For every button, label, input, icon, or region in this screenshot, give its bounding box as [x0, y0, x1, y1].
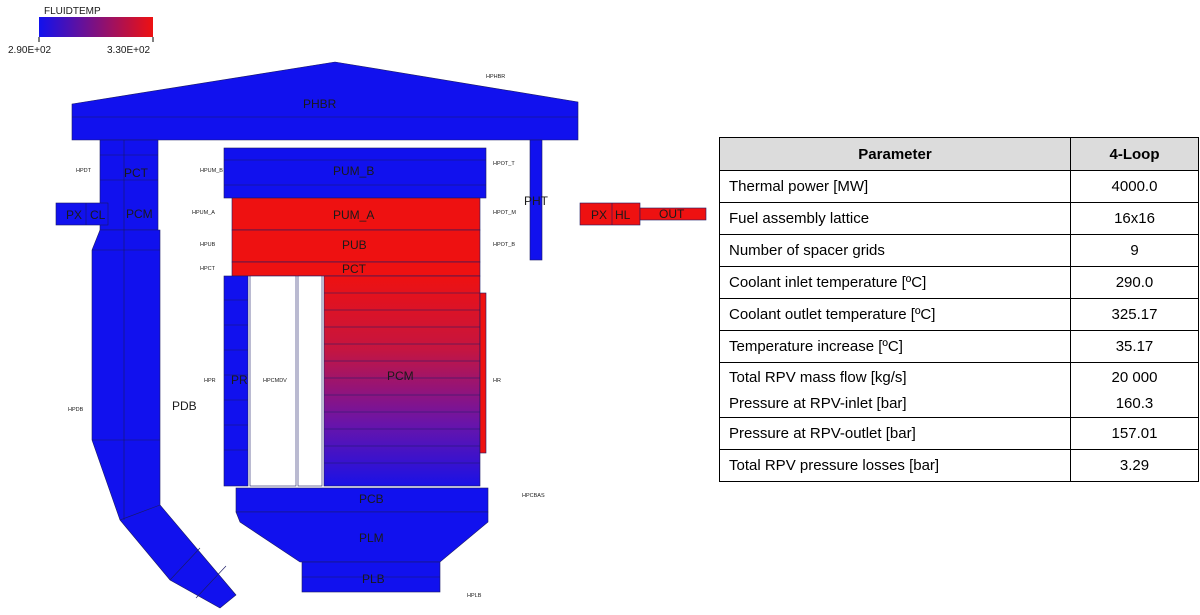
label-plm: PLM — [359, 531, 384, 545]
bypass-channel-2 — [297, 275, 323, 487]
param-cell: Coolant inlet temperature [ºC] — [719, 266, 1071, 299]
legend-min-label: 2.90E+02 — [8, 45, 52, 56]
header-4-loop: 4-Loop — [1070, 137, 1199, 171]
label-pr: PR — [231, 373, 248, 387]
label-pct-left: PCT — [124, 166, 149, 180]
label-pht: PHT — [524, 194, 549, 208]
value-cell: 325.17 — [1070, 298, 1199, 331]
label-phbr: PHBR — [303, 97, 337, 111]
reflector-hr — [479, 292, 487, 454]
value-cell: 9 — [1070, 234, 1199, 267]
upper-plenum-pum-a — [231, 197, 481, 231]
value-cell: 4000.0 — [1070, 170, 1199, 203]
table-row: Coolant outlet temperature [ºC] 325.17 — [719, 298, 1199, 331]
color-legend: FLUIDTEMP 2.90E+02 3.30E+02 — [8, 6, 154, 56]
param-cell: Number of spacer grids — [719, 234, 1071, 267]
value-line: 20 000 — [1111, 369, 1158, 386]
label-hpcmdv: HPCMDV — [263, 378, 287, 384]
label-hpot-b: HPOT_B — [493, 242, 515, 248]
upper-head-phbr — [71, 61, 579, 141]
table-row: Number of spacer grids 9 — [719, 234, 1199, 267]
param-cell: Fuel assembly lattice — [719, 202, 1071, 235]
param-line: Pressure at RPV-inlet [bar] — [729, 395, 907, 412]
parameter-table: Parameter 4-Loop Thermal power [MW] 4000… — [719, 137, 1199, 482]
legend-max-label: 3.30E+02 — [107, 45, 151, 56]
label-pcb: PCB — [359, 492, 384, 506]
legend-gradient-bar — [39, 17, 153, 37]
upper-barrel-pub — [231, 229, 481, 263]
table-row: Fuel assembly lattice 16x16 — [719, 202, 1199, 235]
label-plb: PLB — [362, 572, 385, 586]
component-labels: PHBR HPHBR PCT HPDT PX CL PCM PDB HPDB P… — [66, 74, 685, 599]
label-pct: PCT — [342, 262, 367, 276]
param-cell: Total RPV pressure losses [bar] — [719, 449, 1071, 482]
param-cell: Temperature increase [ºC] — [719, 330, 1071, 363]
value-line: 160.3 — [1115, 395, 1154, 412]
label-hr: HR — [493, 378, 501, 384]
label-pdb: PDB — [172, 399, 197, 413]
reactor-vessel-diagram: FLUIDTEMP 2.90E+02 3.30E+02 — [8, 6, 707, 609]
label-pcm: PCM — [387, 369, 414, 383]
label-pum-a: PUM_A — [333, 208, 374, 222]
label-hpr: HPR — [204, 378, 216, 384]
label-px-cl: PX — [66, 208, 82, 222]
outlet-out — [639, 207, 707, 221]
label-hl: HL — [615, 208, 631, 222]
table-row: Temperature increase [ºC] 35.17 — [719, 330, 1199, 363]
downcomer-pdb — [91, 229, 237, 609]
legend-title: FLUIDTEMP — [44, 6, 101, 17]
core-bottom-pcb — [235, 487, 489, 513]
label-hplb: HPLB — [467, 593, 482, 599]
label-out: OUT — [659, 207, 685, 221]
bypass-channel-hpcmdv — [249, 275, 297, 487]
table-header-row: Parameter 4-Loop — [719, 137, 1199, 171]
param-cell: Total RPV mass flow [kg/s] Pressure at RP… — [719, 362, 1071, 418]
value-cell: 35.17 — [1070, 330, 1199, 363]
label-hpot-m: HPOT_M — [493, 210, 516, 216]
label-pub: PUB — [342, 238, 367, 252]
param-cell: Thermal power [MW] — [719, 170, 1071, 203]
label-pum-b: PUM_B — [333, 164, 374, 178]
value-cell: 16x16 — [1070, 202, 1199, 235]
label-hpub: HPUB — [200, 242, 216, 248]
upper-plenum-pum-b — [223, 147, 487, 199]
table-row: Total RPV mass flow [kg/s] Pressure at RP… — [719, 362, 1199, 418]
param-cell: Pressure at RPV-outlet [bar] — [719, 417, 1071, 450]
label-hpcbas: HPCBAS — [522, 493, 545, 499]
core-pcm — [323, 275, 481, 487]
cold-leg-px-cl — [55, 202, 109, 226]
label-hpot-t: HPOT_T — [493, 161, 515, 167]
barrel-wall-pr — [223, 275, 249, 487]
label-cl: CL — [90, 208, 106, 222]
value-cell: 157.01 — [1070, 417, 1199, 450]
table-row: Pressure at RPV-outlet [bar] 157.01 — [719, 417, 1199, 450]
header-parameter: Parameter — [719, 137, 1071, 171]
table-row: Thermal power [MW] 4000.0 — [719, 170, 1199, 203]
param-line: Total RPV mass flow [kg/s] — [729, 369, 907, 386]
param-cell: Coolant outlet temperature [ºC] — [719, 298, 1071, 331]
value-cell: 20 000 160.3 — [1070, 362, 1199, 418]
label-hpct: HPCT — [200, 266, 216, 272]
hot-leg-px-hl — [579, 202, 641, 226]
table-row: Coolant inlet temperature [ºC] 290.0 — [719, 266, 1199, 299]
label-pcm-left: PCM — [126, 207, 153, 221]
label-hpum-a: HPUM_A — [192, 210, 215, 216]
label-hpdt: HPDT — [76, 168, 92, 174]
value-cell: 290.0 — [1070, 266, 1199, 299]
label-px-hl: PX — [591, 208, 607, 222]
table-row: Total RPV pressure losses [bar] 3.29 — [719, 449, 1199, 482]
label-hphbr: HPHBR — [486, 74, 505, 80]
riser-pht — [529, 139, 543, 261]
label-hpum-b: HPUM_B — [200, 168, 223, 174]
label-hpdb: HPDB — [68, 407, 84, 413]
value-cell: 3.29 — [1070, 449, 1199, 482]
core-layer-lines — [224, 292, 480, 464]
